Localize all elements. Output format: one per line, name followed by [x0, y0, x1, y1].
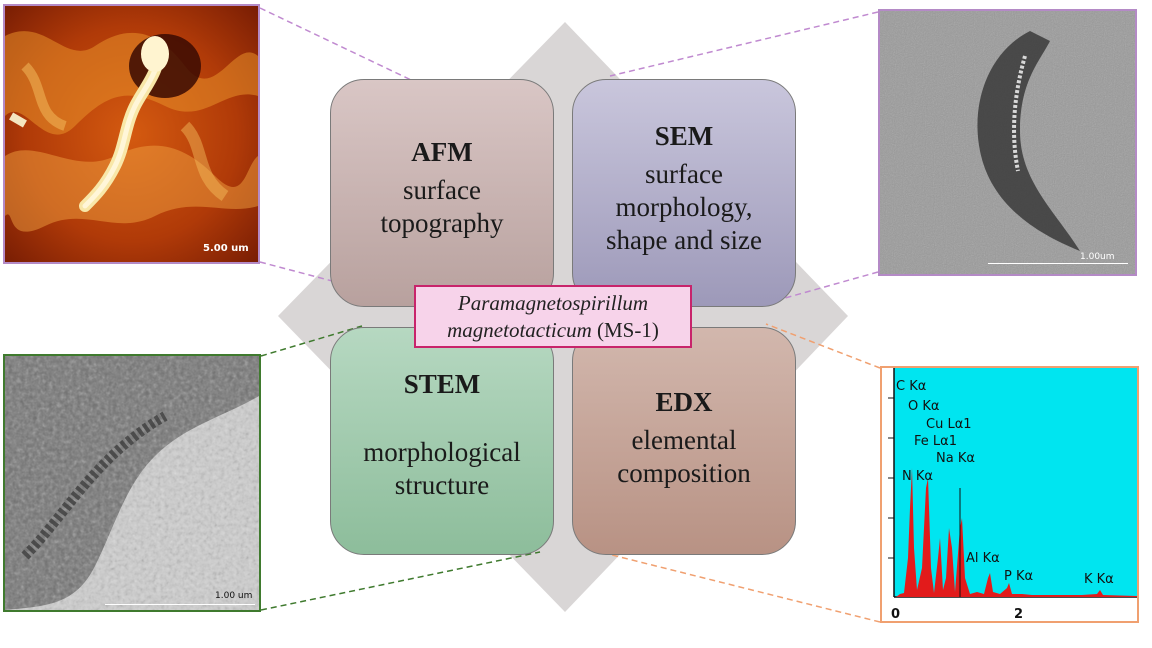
- edx-desc-line: composition: [617, 458, 751, 489]
- sem-description: surface morphology, shape and size: [606, 158, 762, 257]
- sem-scale-label: 1.00um: [1080, 252, 1115, 262]
- edx-label-n: N Kα: [902, 469, 933, 484]
- sem-micrograph: 1.00um: [878, 9, 1137, 276]
- edx-plot-area: [894, 368, 1137, 597]
- edx-label-k: K Kα: [1084, 572, 1114, 587]
- edx-connector-bottom: [611, 554, 881, 623]
- edx-connector-top: [765, 323, 881, 369]
- edx-label-fe: Fe Lα1: [914, 434, 957, 449]
- edx-label-o: O Kα: [908, 399, 939, 414]
- edx-title: EDX: [655, 387, 713, 417]
- sem-desc-line: surface: [645, 159, 723, 190]
- edx-tick-2: 2: [1014, 607, 1023, 621]
- stem-connector-bottom: [260, 551, 541, 611]
- afm-title: AFM: [411, 137, 473, 167]
- afm-description: surface topography: [381, 174, 504, 240]
- organism-species-line: magnetotacticum (MS-1): [416, 317, 690, 344]
- edx-spectrum: C Kα O Kα Cu Lα1 Fe Lα1 Na Kα N Kα Al Kα…: [880, 366, 1139, 623]
- organism-species: magnetotacticum: [447, 317, 592, 342]
- stem-box: STEM morphological structure: [330, 327, 554, 555]
- edx-tick-0: 0: [891, 607, 900, 621]
- sem-desc-line: shape and size: [606, 225, 762, 256]
- edx-label-cu: Cu Lα1: [926, 417, 972, 432]
- edx-spectrum-peaks: [896, 468, 1137, 597]
- stem-micrograph: 1.00 um: [3, 354, 261, 612]
- stem-description: morphological structure: [363, 436, 520, 502]
- edx-label-c: C Kα: [896, 379, 926, 394]
- sem-desc-line: morphology,: [615, 192, 753, 223]
- stem-desc-line: morphological: [363, 437, 521, 468]
- edx-y-ticks: [888, 397, 894, 559]
- sem-connector-top: [609, 11, 879, 77]
- afm-scale-label: 5.00 um: [203, 243, 249, 254]
- stem-scale-label: 1.00 um: [215, 591, 252, 601]
- stem-title: STEM: [403, 369, 481, 399]
- sem-box: SEM surface morphology, shape and size: [572, 79, 796, 307]
- stem-connector-top: [260, 325, 363, 357]
- afm-desc-line: topography: [380, 208, 504, 239]
- edx-description: elemental composition: [617, 424, 751, 490]
- edx-desc-line: elemental: [631, 425, 737, 456]
- edx-label-na: Na Kα: [936, 451, 975, 466]
- organism-genus: Paramagnetospirillum: [457, 291, 649, 315]
- stem-desc-line: structure: [394, 470, 490, 501]
- strain-label: (MS-1): [597, 317, 659, 342]
- afm-desc-line: surface: [403, 175, 481, 206]
- edx-label-p: P Kα: [1004, 569, 1033, 584]
- edx-label-al: Al Kα: [966, 551, 1000, 566]
- sem-title: SEM: [654, 121, 714, 151]
- edx-box: EDX elemental composition: [572, 327, 796, 555]
- organism-label: Paramagnetospirillum magnetotacticum (MS…: [414, 285, 692, 348]
- afm-micrograph: 5.00 um: [3, 4, 260, 264]
- sem-connector-bottom: [777, 271, 879, 301]
- afm-box: AFM surface topography: [330, 79, 554, 307]
